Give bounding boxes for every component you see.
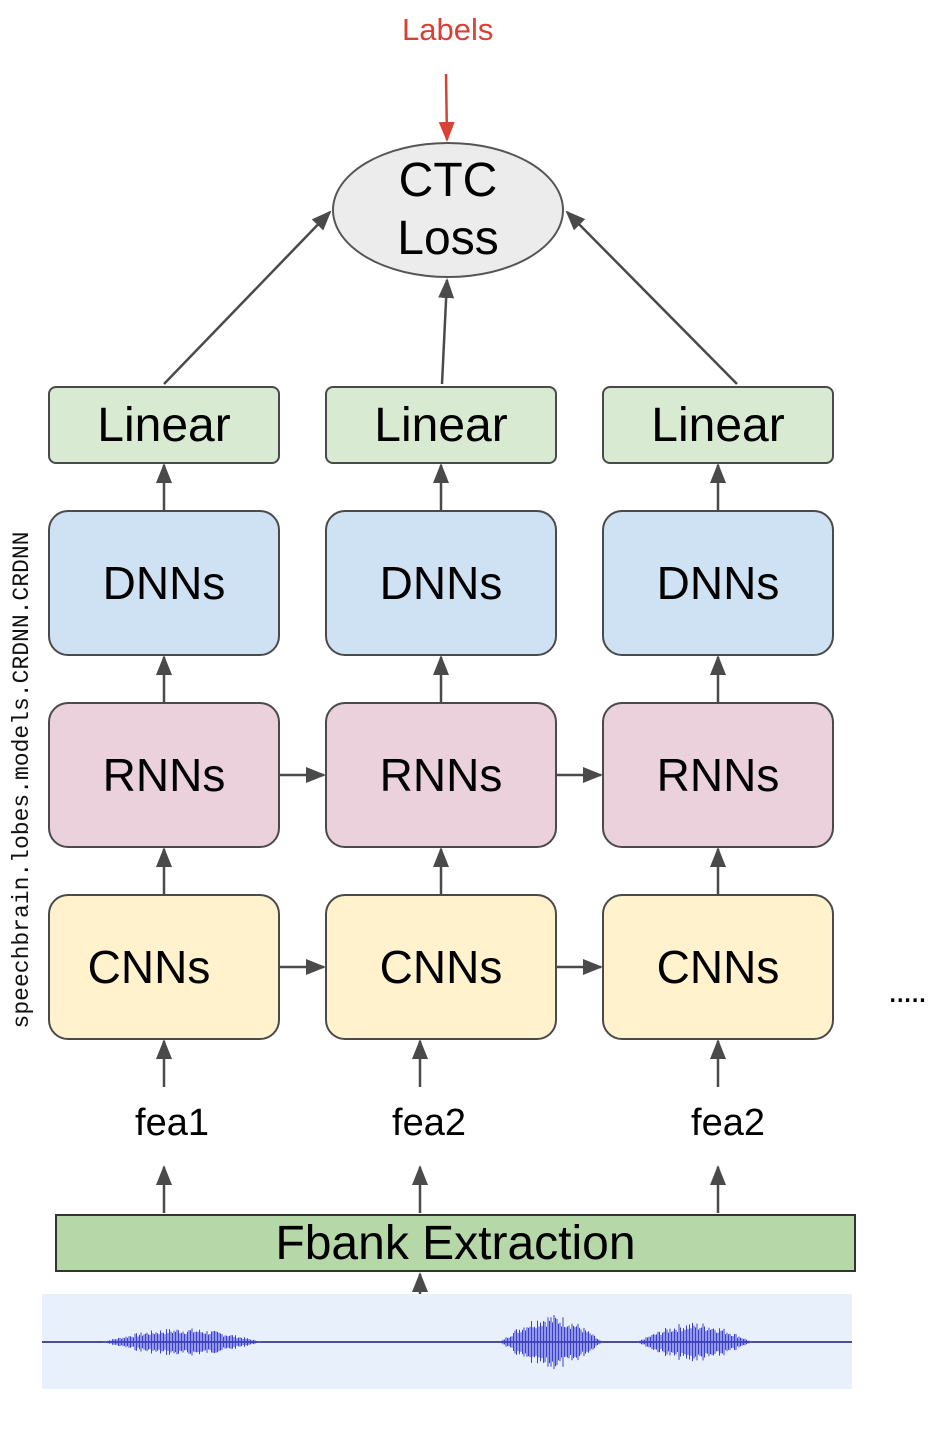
feature-label-2: fea2: [392, 1102, 466, 1144]
feature-label-1: fea1: [135, 1102, 209, 1144]
ctc-loss-node: CTC Loss: [332, 142, 564, 278]
linear1-to-ctc-arrow: [163, 210, 332, 385]
feature-label-3: fea2: [691, 1102, 765, 1144]
waveform-image: [42, 1315, 852, 1369]
ctc-line2: Loss: [397, 212, 499, 265]
ctc-line1: CTC: [398, 154, 498, 207]
linear-box-3: Linear: [602, 386, 834, 464]
linear-box-1: Linear: [48, 386, 280, 464]
model-path-label: speechbrain.lobes.models.CRDNN.CRDNN: [9, 531, 35, 1029]
dnn-box-1: DNNs: [48, 510, 280, 656]
cnn-box-1: CNNs: [48, 894, 280, 1040]
rnn-box-1: RNNs: [48, 702, 280, 848]
rnn-box-3: RNNs: [602, 702, 834, 848]
cnn-box-3: CNNs: [602, 894, 834, 1040]
dnn-box-2: DNNs: [325, 510, 557, 656]
labels-text: Labels: [402, 12, 494, 47]
continuation-ellipsis: .....: [888, 972, 927, 1010]
linear3-to-ctc-arrow: [565, 210, 738, 385]
waveform-signal: [103, 1315, 752, 1369]
linear2-to-ctc-arrow: [438, 278, 455, 385]
fbank-extraction-box: Fbank Extraction: [55, 1214, 856, 1272]
cnn-box-2: CNNs: [325, 894, 557, 1040]
waveform-panel: [42, 1294, 852, 1389]
rnn-box-2: RNNs: [325, 702, 557, 848]
dnn-box-3: DNNs: [602, 510, 834, 656]
labels-arrow: [438, 73, 455, 142]
linear-box-2: Linear: [325, 386, 557, 464]
